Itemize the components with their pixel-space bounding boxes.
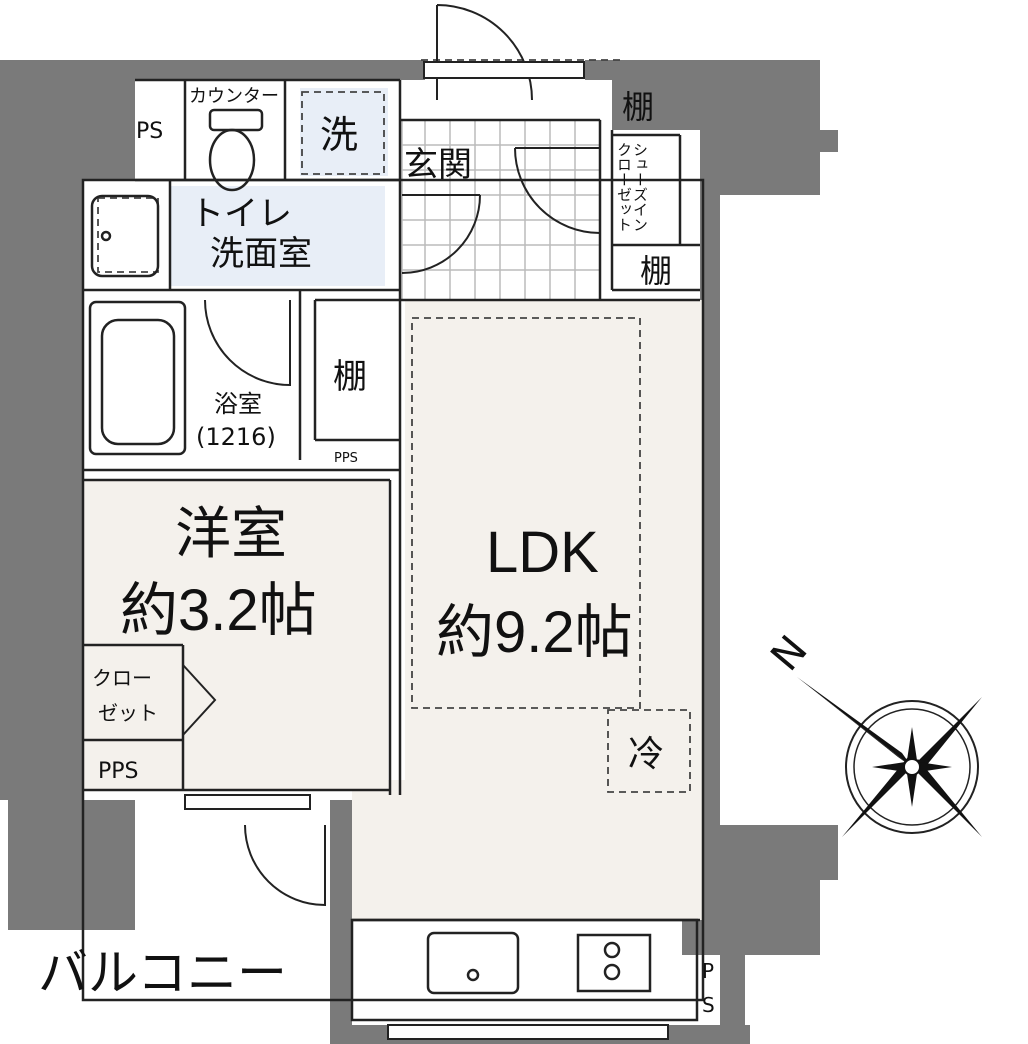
shoe-closet-label-2: クローゼット xyxy=(615,142,633,232)
pps-left-label: PPS xyxy=(98,759,139,784)
western-room-label: 洋室 xyxy=(175,502,287,567)
washroom-label: 洗面室 xyxy=(210,234,312,274)
shelf-center-label: 棚 xyxy=(333,357,367,397)
shelf-mid-label: 棚 xyxy=(640,252,672,290)
room-fills xyxy=(83,88,702,920)
ldk-size: 約9.2帖 xyxy=(436,600,633,665)
bath-label: 浴室 xyxy=(214,390,262,418)
exterior-walls xyxy=(0,60,838,1044)
western-room-size: 約3.2帖 xyxy=(120,578,317,643)
interior-walls xyxy=(81,78,705,1002)
washer-label: 洗 xyxy=(320,113,358,157)
shoe-closet-label: シューズイン xyxy=(631,142,649,232)
counter-label: カウンター xyxy=(189,86,279,107)
compass xyxy=(797,677,982,837)
ps-bottom-label-2: S xyxy=(702,993,715,1017)
windows xyxy=(184,61,669,1040)
fridge-label: 冷 xyxy=(628,734,664,775)
closet-label-1: クロー xyxy=(92,666,152,690)
closet-label-2: ゼット xyxy=(98,701,158,725)
toilet-label: トイレ xyxy=(190,194,292,234)
ps-bottom-label-1: P xyxy=(702,959,714,983)
balcony-label: バルコニー xyxy=(38,944,287,1002)
shelf-top-label: 棚 xyxy=(622,88,654,126)
bath-size-label: (1216) xyxy=(196,423,276,451)
ps-top-label: PS xyxy=(136,119,163,144)
pps-center-label: PPS xyxy=(334,451,358,466)
door-swings xyxy=(182,4,601,907)
north-label: N xyxy=(762,627,816,679)
dashed-areas xyxy=(97,59,691,793)
entrance-label: 玄関 xyxy=(404,145,472,185)
ldk-label: LDK xyxy=(486,520,599,585)
fixtures xyxy=(88,108,699,1022)
